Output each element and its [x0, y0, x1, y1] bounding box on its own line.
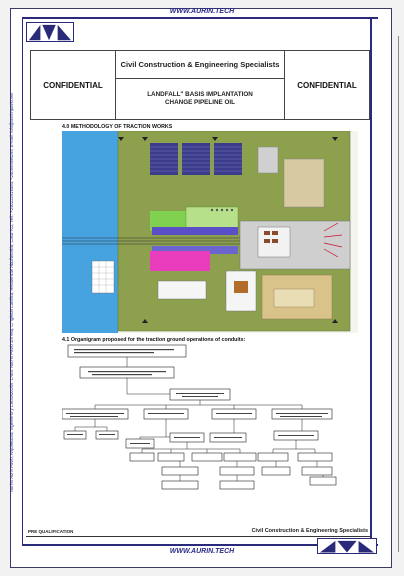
website-url-top: WWW.AURIN.TECH	[169, 8, 235, 15]
frame-right-border	[370, 17, 372, 546]
frame-left-border	[22, 17, 23, 546]
title-line-1: LANDFALL" BASIS IMPLANTATION	[147, 91, 253, 98]
company-logo-bottom	[317, 538, 377, 554]
confidential-label-right: CONFIDENTIAL	[284, 51, 369, 119]
document-header-table: CONFIDENTIAL Civil Construction & Engine…	[30, 50, 370, 120]
sea-area	[62, 131, 118, 333]
contact-info-text: Aurinn Aurin Pavlo, Arquitectura, Ingeni…	[8, 93, 14, 492]
document-title: LANDFALL" BASIS IMPLANTATION CHANGE PIPE…	[116, 79, 284, 119]
title-line-2: CHANGE PIPELINE OIL	[165, 99, 235, 106]
header-center: Civil Construction & Engineering Special…	[116, 51, 284, 119]
company-logo-top	[26, 22, 74, 42]
frame-top-border	[22, 17, 378, 19]
logo-icon	[319, 540, 375, 553]
page-edge-rule	[398, 36, 399, 552]
frame-bottom-border	[22, 544, 378, 546]
logo-icon	[28, 24, 72, 41]
website-url-bottom: WWW.AURIN.TECH	[169, 548, 235, 555]
section-heading-methodology: 4.0 METHODOLOGY OF TRACTION WORKS	[62, 124, 173, 130]
footer-company-name: Civil Construction & Engineering Special…	[251, 528, 368, 534]
vertical-contact-strip: Aurinn Aurin Pavlo, Arquitectura, Ingeni…	[4, 35, 18, 550]
confidential-label-left: CONFIDENTIAL	[31, 51, 116, 119]
organigram-diagram	[62, 344, 337, 490]
footer-prequalification: PRE QUALIFICATION	[28, 529, 74, 534]
traction-works-site-plan	[62, 131, 358, 333]
footer-rule	[26, 536, 370, 537]
section-heading-organigram: 4.1 Organigram proposed for the traction…	[62, 337, 246, 343]
company-name: Civil Construction & Engineering Special…	[116, 51, 284, 79]
